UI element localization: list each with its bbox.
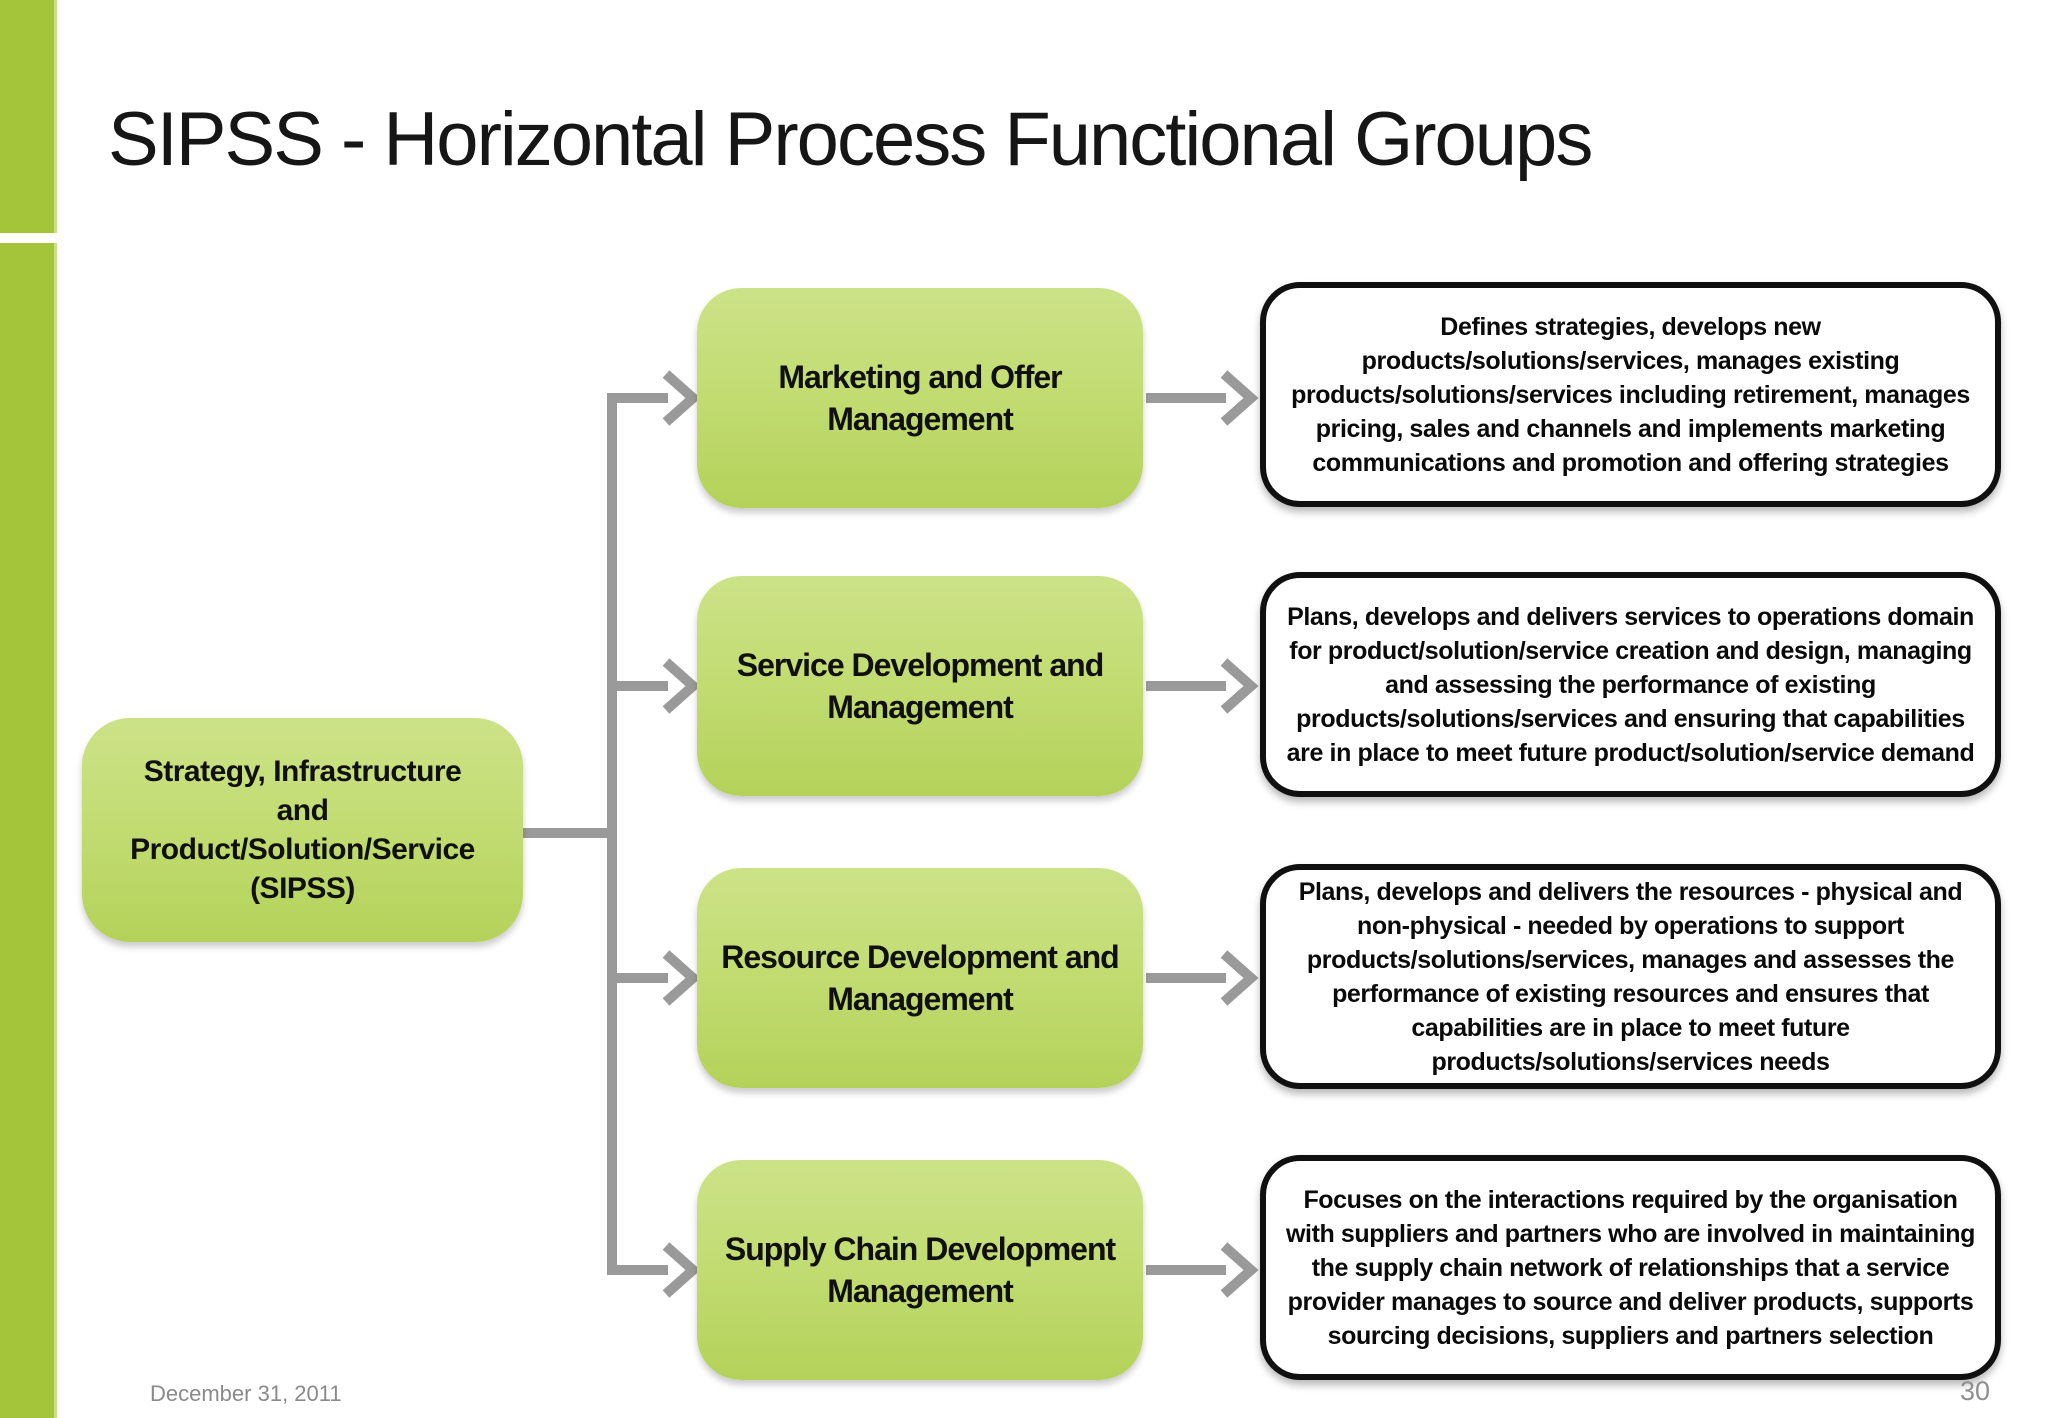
description-box-marketing: Defines strategies, develops new product…	[1260, 282, 2001, 507]
group-node-service: Service Development and Management	[697, 576, 1143, 796]
accent-bar-bottom	[0, 243, 57, 1418]
desc-arrowhead-1	[1220, 658, 1259, 714]
accent-bar-top	[0, 0, 57, 233]
trunk-connector-line	[607, 393, 668, 1275]
group-node-marketing: Marketing and Offer Management	[697, 288, 1143, 508]
slide-title: SIPSS - Horizontal Process Functional Gr…	[108, 97, 1593, 182]
desc-arrowhead-3	[1220, 1242, 1259, 1298]
branch-arrowhead-2	[662, 950, 701, 1006]
description-box-resource: Plans, develops and delivers the resourc…	[1260, 864, 2001, 1089]
description-box-supply-chain: Focuses on the interactions required by …	[1260, 1155, 2001, 1380]
desc-arrowhead-2	[1220, 950, 1259, 1006]
branch-arrowhead-0	[662, 370, 701, 426]
page-number: 30	[1960, 1376, 1991, 1406]
footer-date: December 31, 2011	[150, 1381, 342, 1406]
branch-arrowhead-3	[662, 1242, 701, 1298]
group-node-resource: Resource Development and Management	[697, 868, 1143, 1088]
group-node-supply-chain: Supply Chain Development Management	[697, 1160, 1143, 1380]
description-box-service: Plans, develops and delivers services to…	[1260, 572, 2001, 797]
branch-arrowhead-1	[662, 658, 701, 714]
root-node-sipss: Strategy, Infrastructure and Product/Sol…	[82, 718, 523, 942]
desc-arrowhead-0	[1220, 370, 1259, 426]
